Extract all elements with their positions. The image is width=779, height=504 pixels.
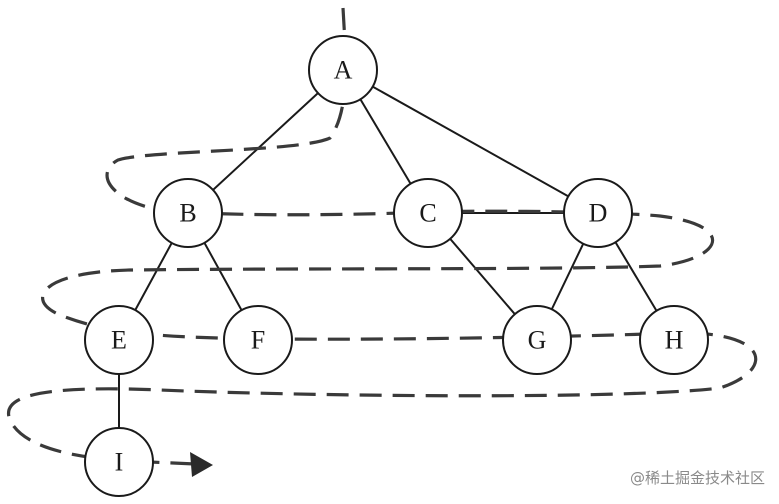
node-circle [84,427,154,497]
node-b: B [153,178,223,248]
node-circle [308,35,378,105]
node-label: B [179,199,196,228]
node-h: H [639,305,709,375]
node-circle [563,178,633,248]
node-circle [393,178,463,248]
node-label: F [251,326,265,355]
node-label: H [665,326,684,355]
traversal-path [7,7,758,477]
node-circle [639,305,709,375]
node-g: G [502,305,572,375]
edge-a-d [342,69,599,214]
node-circle [84,305,154,375]
node-label: C [419,199,436,228]
node-a: A [308,35,378,105]
edges [118,69,675,462]
node-d: D [563,178,633,248]
node-circle [153,178,223,248]
node-label: G [528,326,547,355]
node-label: A [334,56,353,85]
node-c: C [393,178,463,248]
node-label: D [589,199,608,228]
node-e: E [84,305,154,375]
node-label: E [111,326,127,355]
traversal-dashed-line [7,7,758,466]
node-circle [223,305,293,375]
node-label: I [115,448,124,477]
edge-a-b [187,69,344,214]
traversal-arrowhead [190,452,213,477]
nodes: A B C D E F G H I [84,35,709,497]
node-f: F [223,305,293,375]
watermark-text: @稀土掘金技术社区 [629,469,765,487]
node-i: I [84,427,154,497]
node-circle [502,305,572,375]
